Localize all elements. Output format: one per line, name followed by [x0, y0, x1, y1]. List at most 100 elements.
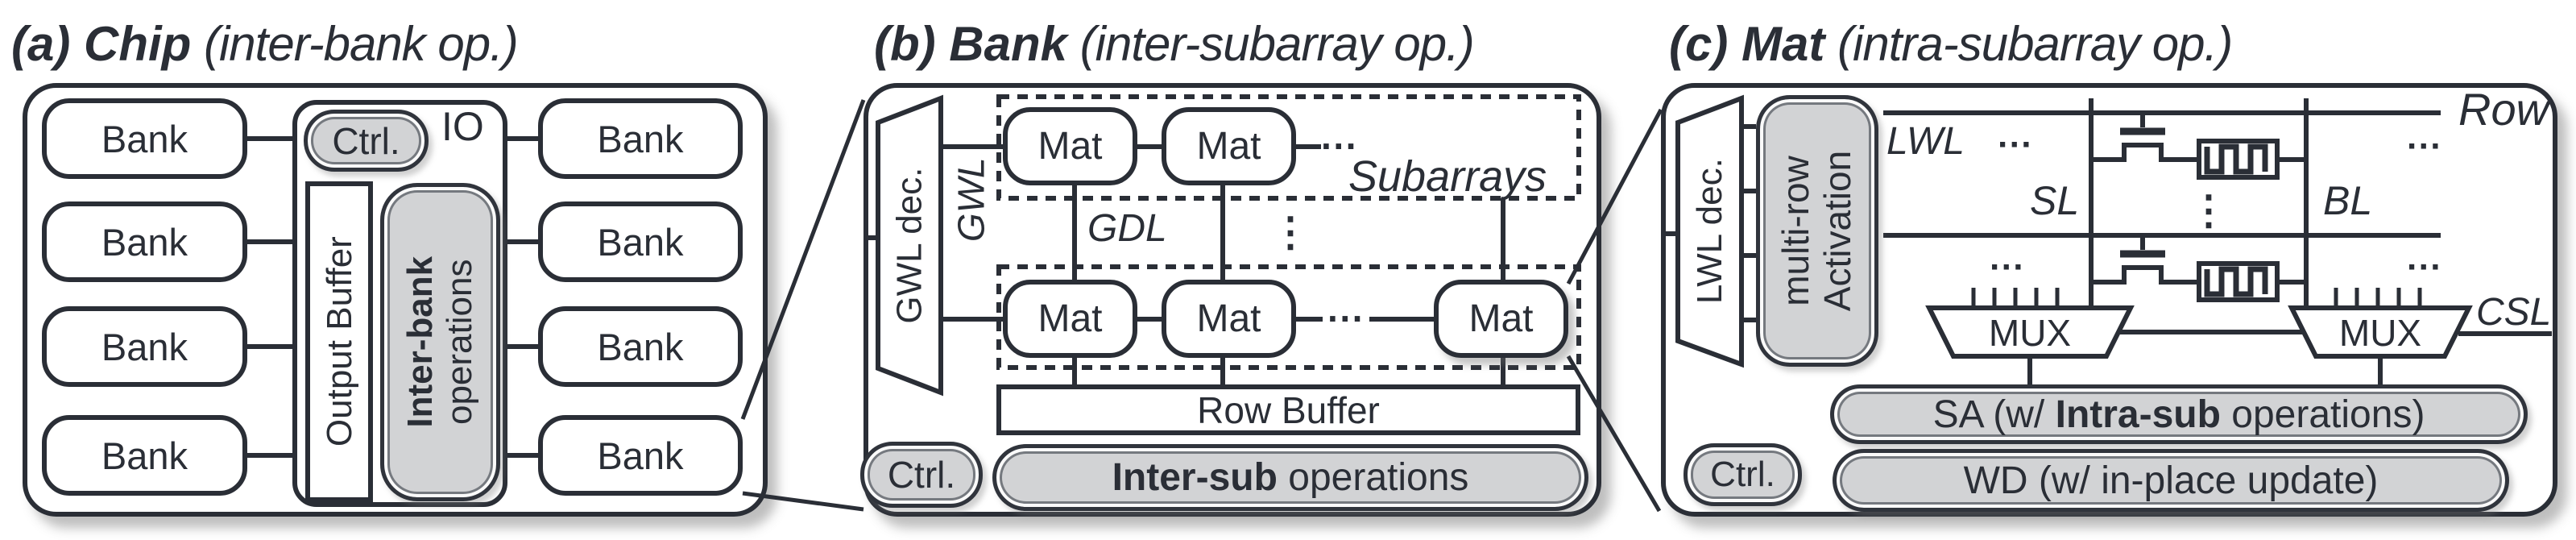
sa-suffix: operations) — [2220, 393, 2425, 436]
bank-label: Bank — [101, 220, 188, 264]
panel-a-title-bold: (a) Chip — [11, 17, 192, 71]
mat-label: Mat — [1037, 125, 1103, 168]
ctrl-label: Ctrl. — [332, 119, 400, 162]
panel-a-title: (a) Chip (inter-bank op.) — [11, 16, 519, 72]
operations-label: operations — [1277, 456, 1469, 499]
bank-label: Bank — [597, 434, 684, 477]
gwl-label: GWL — [950, 157, 992, 242]
sa-prefix: SA (w/ — [1932, 393, 2056, 436]
gdl-label: GDL — [1087, 207, 1167, 250]
mat-box: Mat — [1162, 107, 1296, 185]
gwl-decoder-shape — [876, 94, 943, 397]
mux-right-shape — [2288, 305, 2473, 359]
panel-b-title: (b) Bank (inter-subarray op.) — [874, 16, 1475, 72]
gwl-signal: GWL — [947, 153, 996, 246]
sl-label: SL — [2030, 178, 2080, 223]
bank-label: Bank — [101, 117, 188, 160]
bank-connector-lines — [247, 136, 538, 458]
gwl-decoder: GWL dec. — [878, 98, 941, 393]
bank-box: Bank — [538, 201, 743, 282]
subarray-dotted-box-top — [996, 94, 1581, 201]
mat-box: Mat — [1434, 280, 1568, 358]
mux-output-lines — [2027, 356, 2383, 384]
inter-bank-operations-box: Inter-bank operations — [380, 183, 500, 501]
lwl-dec-to-activation-lines — [1741, 124, 1756, 322]
bank-label: Bank — [597, 117, 684, 160]
subarrays-label: Subarrays — [1348, 152, 1547, 201]
cell-row1 — [2091, 113, 2306, 180]
operations-label: operations — [440, 259, 480, 426]
sa-box: SA (w/ Intra-sub operations) — [1830, 384, 2528, 444]
wd-label: WD (w/ in-place update) — [1963, 459, 2379, 502]
hdots-right-row1: ··· — [2407, 127, 2442, 166]
hdots-lwl: ··· — [1998, 125, 2033, 164]
mat-box: Mat — [1003, 280, 1137, 358]
panel-a-title-rest: (inter-bank op.) — [191, 17, 519, 71]
multi-row-label: multi-row — [1775, 156, 1817, 306]
zoom-lines-b-to-c — [1566, 108, 1663, 513]
zoom-lines-a-to-b — [740, 99, 866, 512]
intra-sub-label: Intra-sub — [2055, 393, 2221, 436]
hdots-right-row2: ··· — [2407, 247, 2442, 287]
activation-label: Activation — [1816, 150, 1858, 312]
bank-box: Bank — [42, 415, 247, 496]
row-label: Row — [2458, 84, 2549, 135]
mux-left-shape — [1925, 305, 2135, 359]
mat-label: Mat — [1196, 125, 1261, 168]
mux-select-ticks — [1971, 288, 2422, 308]
gwl-lines — [941, 144, 1003, 322]
cell-row2 — [2091, 235, 2306, 302]
output-buffer-label: Output Buffer — [319, 236, 359, 447]
mux-left-label: MUX — [1988, 312, 2072, 354]
csl-label: CSL — [2476, 291, 2552, 334]
panel-c-title: (c) Mat (intra-subarray op.) — [1669, 16, 2233, 72]
bank-box: Bank — [42, 98, 247, 179]
hdots-row1: ··· — [1321, 125, 1358, 167]
output-buffer-box: Output Buffer — [305, 181, 373, 502]
mat-label: Mat — [1037, 297, 1103, 340]
lwl-label: LWL — [1886, 120, 1965, 163]
ctrl-label: Ctrl. — [1710, 455, 1775, 494]
mux-right-label: MUX — [2338, 312, 2422, 354]
panel-b-title-rest: (inter-subarray op.) — [1067, 17, 1475, 71]
mat-to-rowbuffer-lines — [1072, 358, 1505, 384]
bank-box: Bank — [538, 306, 743, 387]
bank-label: Bank — [101, 325, 188, 368]
lwl-decoder: LWL dec. — [1678, 98, 1741, 364]
inter-sub-operations-box: Inter-sub operations — [992, 444, 1588, 511]
io-label: IO — [441, 104, 484, 149]
hdots-row2: ··· — [1327, 297, 1365, 339]
row-buffer-box: Row Buffer — [996, 384, 1580, 435]
vdots-b: ⋮ — [1270, 210, 1311, 255]
mat-box: Mat — [1003, 107, 1137, 185]
vdots-c: ⋮ — [2189, 188, 2229, 233]
bl-label: BL — [2323, 178, 2373, 223]
lwl-decoder-shape — [1675, 94, 1744, 368]
bank-label: Bank — [597, 325, 684, 368]
inter-bank-label: Inter-bank — [400, 256, 441, 428]
ctrl-box-bank: Ctrl. — [860, 442, 983, 508]
bank-box: Bank — [538, 98, 743, 179]
bank-box: Bank — [538, 415, 743, 496]
subarray-dotted-box-bottom — [996, 264, 1581, 370]
mat-label: Mat — [1196, 297, 1261, 340]
gdl-lines — [1072, 185, 1505, 280]
bank-box: Bank — [42, 201, 247, 282]
gwl-dec-label: GWL dec. — [889, 167, 930, 324]
wd-box: WD (w/ in-place update) — [1833, 449, 2509, 512]
panel-c-title-bold: (c) Mat — [1669, 17, 1825, 71]
bank-label: Bank — [597, 220, 684, 264]
lwl-dec-label: LWL dec. — [1689, 158, 1729, 305]
mat-box: Mat — [1162, 280, 1296, 358]
multi-row-activation-box: multi-row Activation — [1756, 95, 1878, 367]
panel-b-title-bold: (b) Bank — [874, 17, 1067, 71]
inter-sub-label: Inter-sub — [1112, 456, 1278, 499]
bank-box: Bank — [42, 306, 247, 387]
ctrl-label: Ctrl. — [887, 454, 956, 496]
ctrl-box-mat: Ctrl. — [1684, 443, 1802, 506]
mat-label: Mat — [1468, 297, 1534, 340]
row-buffer-label: Row Buffer — [1197, 388, 1380, 431]
bank-label: Bank — [101, 434, 188, 477]
